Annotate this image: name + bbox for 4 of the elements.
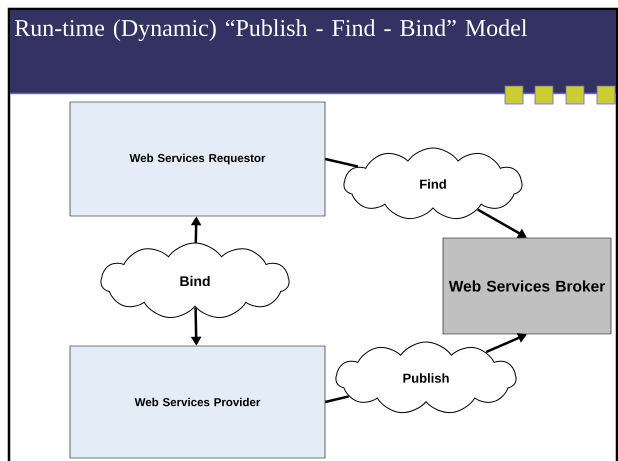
- title: Run-time (Dynamic) “Publish - Find - Bind” Model: [14, 19, 528, 42]
- process-box: Web Services Provider: [70, 346, 326, 458]
- process-box: Web Services Requestor: [70, 102, 326, 216]
- process-box: Web Services Broker: [442, 238, 612, 334]
